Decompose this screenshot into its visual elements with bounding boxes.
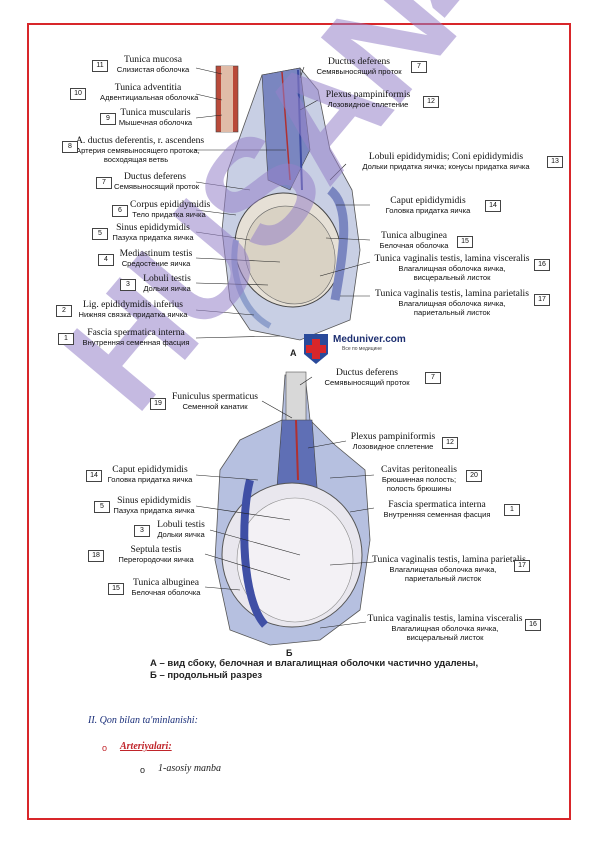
- label-number: 2: [56, 305, 72, 317]
- list-item: 1-asosiy manba: [158, 763, 222, 774]
- label-number: 15: [108, 583, 124, 595]
- label-number: 12: [423, 96, 439, 108]
- label-number: 3: [120, 279, 136, 291]
- logo-text: Meduniver.com: [333, 334, 406, 345]
- leader-lines: [194, 66, 375, 629]
- label-number: 6: [112, 205, 128, 217]
- label-number: 1: [58, 333, 74, 345]
- figure-a-letter: А: [290, 348, 297, 358]
- label-number: 17: [534, 294, 550, 306]
- subsection-title: Arteriyalari:: [120, 741, 172, 752]
- caption-line-1: А – вид сбоку, белочная и влагалищная об…: [150, 658, 479, 669]
- label-number: 13: [547, 156, 563, 168]
- label-number: 7: [96, 177, 112, 189]
- label-tunica-vaginalis-parietalis-b: Tunica vaginalis testis, lamina parietal…: [372, 554, 526, 584]
- caption-line-2: Б – продольный разрез: [150, 670, 263, 681]
- label-number: 16: [525, 619, 541, 631]
- label-number: 7: [411, 61, 427, 73]
- label-number: 1: [504, 504, 520, 516]
- label-tunica-vaginalis-visceralis-b: Tunica vaginalis testis, lamina visceral…: [367, 613, 523, 643]
- label-number: 14: [485, 200, 501, 212]
- figure-a-drawing: [215, 65, 361, 341]
- label-number: 5: [94, 501, 110, 513]
- label-tunica-vaginalis-parietalis-a: Tunica vaginalis testis, lamina parietal…: [375, 288, 529, 318]
- label-number: 11: [92, 60, 108, 72]
- bullet-marker: o: [140, 765, 146, 775]
- label-number: 20: [466, 470, 482, 482]
- label-number: 16: [534, 259, 550, 271]
- label-number: 5: [92, 228, 108, 240]
- figure-caption: А – вид сбоку, белочная и влагалищная об…: [150, 658, 478, 682]
- page-border: [27, 23, 571, 820]
- label-number: 15: [457, 236, 473, 248]
- bullet-marker: o: [102, 743, 108, 753]
- label-number: 9: [100, 113, 116, 125]
- logo-tagline: Все по медицине: [342, 346, 382, 352]
- label-number: 7: [425, 372, 441, 384]
- label-number: 18: [88, 550, 104, 562]
- section-title: II. Qon bilan ta'minlanishi:: [88, 715, 198, 726]
- label-number: 3: [134, 525, 150, 537]
- figure-b-letter: Б: [286, 648, 293, 658]
- label-number: 4: [98, 254, 114, 266]
- label-tunica-vaginalis-visceralis-a: Tunica vaginalis testis, lamina visceral…: [374, 253, 530, 283]
- label-number: 10: [70, 88, 86, 100]
- meduniver-logo: [304, 334, 328, 364]
- label-number: 19: [150, 398, 166, 410]
- label-number: 12: [442, 437, 458, 449]
- label-number: 8: [62, 141, 78, 153]
- label-number: 17: [514, 560, 530, 572]
- figure-b-drawing: [214, 371, 371, 646]
- label-number: 14: [86, 470, 102, 482]
